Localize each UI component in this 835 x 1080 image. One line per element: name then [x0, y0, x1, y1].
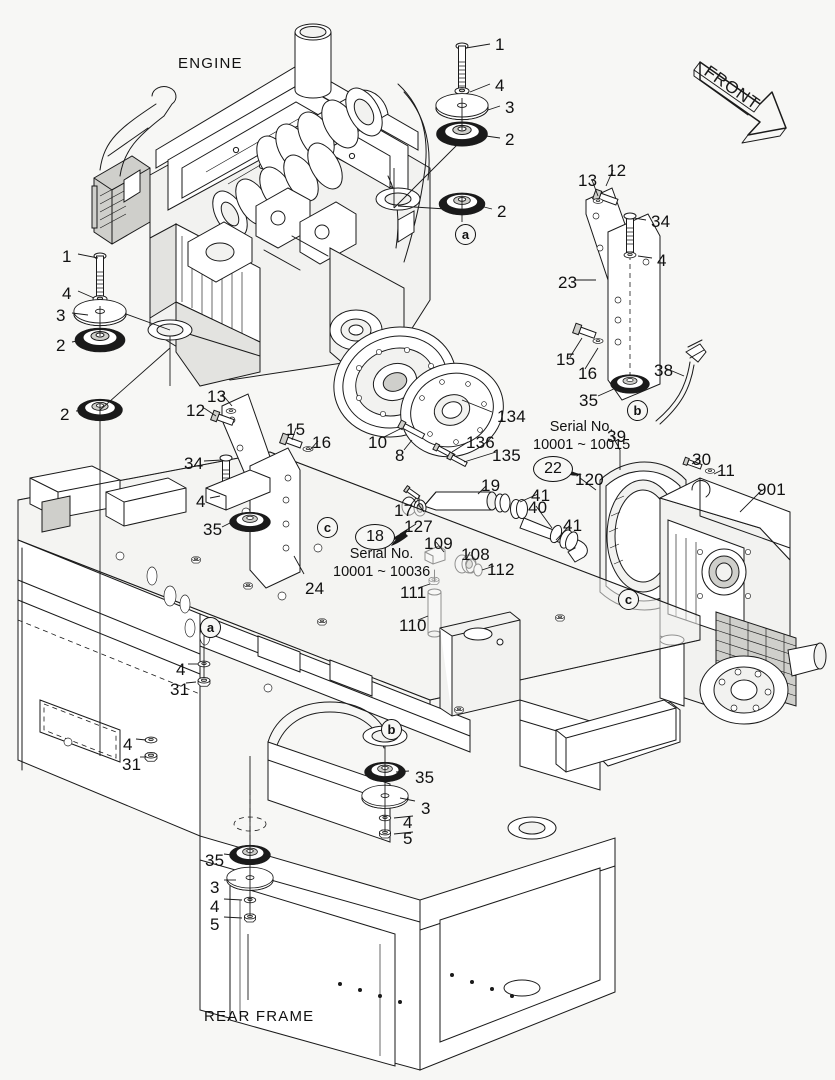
callout-134: 134 — [497, 407, 526, 426]
callout-2: 2 — [56, 336, 66, 355]
callout-40: 40 — [528, 498, 548, 517]
callout-4: 4 — [210, 897, 220, 916]
callout-16: 16 — [578, 364, 598, 383]
index-bubble-a: a — [200, 617, 221, 638]
callout-41: 41 — [563, 516, 583, 535]
serial-ref-bubble-22: 22 — [533, 456, 573, 482]
callout-10: 10 — [368, 433, 388, 452]
mount-stack-top-right-graphic — [435, 42, 489, 222]
callout-35: 35 — [203, 520, 223, 539]
callout-108: 108 — [461, 545, 490, 564]
callout-31: 31 — [170, 680, 190, 699]
right-bracket-graphic — [572, 187, 707, 425]
serial-ref-bubble-18: 18 — [355, 524, 395, 550]
index-bubble-b: b — [627, 400, 648, 421]
flywheel-adapter-graphic — [333, 326, 504, 468]
callout-1: 1 — [62, 247, 72, 266]
engine-assembly-graphic — [91, 23, 431, 387]
callout-24: 24 — [305, 579, 325, 598]
callout-136: 136 — [466, 433, 495, 452]
callout-2: 2 — [497, 202, 507, 221]
callout-31: 31 — [122, 755, 142, 774]
rear-frame-graphic — [17, 451, 701, 1071]
serial-note-18: Serial No. 10001 ~ 10036 — [333, 546, 430, 581]
callout-12: 12 — [607, 161, 627, 180]
engine-title: ENGINE — [178, 55, 243, 72]
callout-3: 3 — [421, 799, 431, 818]
callout-35: 35 — [415, 768, 435, 787]
callout-4: 4 — [495, 76, 505, 95]
callout-8: 8 — [395, 446, 405, 465]
callout-30: 30 — [692, 450, 712, 469]
callout-35: 35 — [205, 851, 225, 870]
callout-3: 3 — [505, 98, 515, 117]
callout-13: 13 — [578, 171, 598, 190]
index-bubble-b: b — [381, 719, 402, 740]
callout-109: 109 — [424, 534, 453, 553]
callout-23: 23 — [558, 273, 578, 292]
callout-38: 38 — [654, 361, 674, 380]
leader-lines — [71, 43, 763, 1000]
callout-135: 135 — [492, 446, 521, 465]
callout-4: 4 — [123, 735, 133, 754]
callout-901: 901 — [757, 480, 786, 499]
callout-1: 1 — [495, 35, 505, 54]
serial-note-22-line2: 10001 ~ 10015 — [533, 436, 631, 453]
serial-note-18-line2: 10001 ~ 10036 — [333, 563, 431, 580]
callout-110: 110 — [399, 616, 427, 635]
callout-2: 2 — [505, 130, 515, 149]
centre-bracket-graphic — [205, 393, 314, 589]
callout-19: 19 — [481, 476, 501, 495]
callout-35: 35 — [579, 391, 599, 410]
callout-12: 12 — [186, 401, 206, 420]
rear-frame-title: REAR FRAME — [204, 1008, 315, 1025]
callout-4: 4 — [196, 492, 206, 511]
callout-17: 17 — [394, 501, 414, 520]
index-bubble-c: c — [618, 589, 639, 610]
callout-11: 11 — [717, 461, 736, 480]
callout-13: 13 — [207, 387, 227, 406]
callout-41: 41 — [531, 486, 551, 505]
callout-15: 15 — [556, 350, 576, 369]
callout-127: 127 — [404, 517, 433, 536]
callout-120: 120 — [575, 470, 604, 489]
serial-note-22: Serial No. 10001 ~ 10015 — [533, 419, 630, 454]
callout-3: 3 — [210, 878, 220, 897]
callout-5: 5 — [403, 829, 413, 848]
callout-111: 111 — [400, 583, 427, 602]
callout-4: 4 — [657, 251, 667, 270]
callout-2: 2 — [60, 405, 70, 424]
callout-34: 34 — [651, 212, 671, 231]
index-bubble-c: c — [317, 517, 338, 538]
index-bubble-a: a — [455, 224, 476, 245]
callout-39: 39 — [607, 427, 627, 446]
callout-4: 4 — [62, 284, 72, 303]
mount-stack-left-graphic — [73, 252, 127, 756]
callout-4: 4 — [176, 660, 186, 679]
callout-15: 15 — [286, 420, 306, 439]
callout-3: 3 — [56, 306, 66, 325]
callout-34: 34 — [184, 454, 204, 473]
serial-note-22-line1: Serial No. — [549, 419, 614, 435]
serial-note-18-line1: Serial No. — [349, 546, 414, 562]
callout-5: 5 — [210, 915, 220, 934]
callout-4: 4 — [403, 813, 413, 832]
callout-16: 16 — [312, 433, 332, 452]
callout-112: 112 — [487, 560, 515, 579]
